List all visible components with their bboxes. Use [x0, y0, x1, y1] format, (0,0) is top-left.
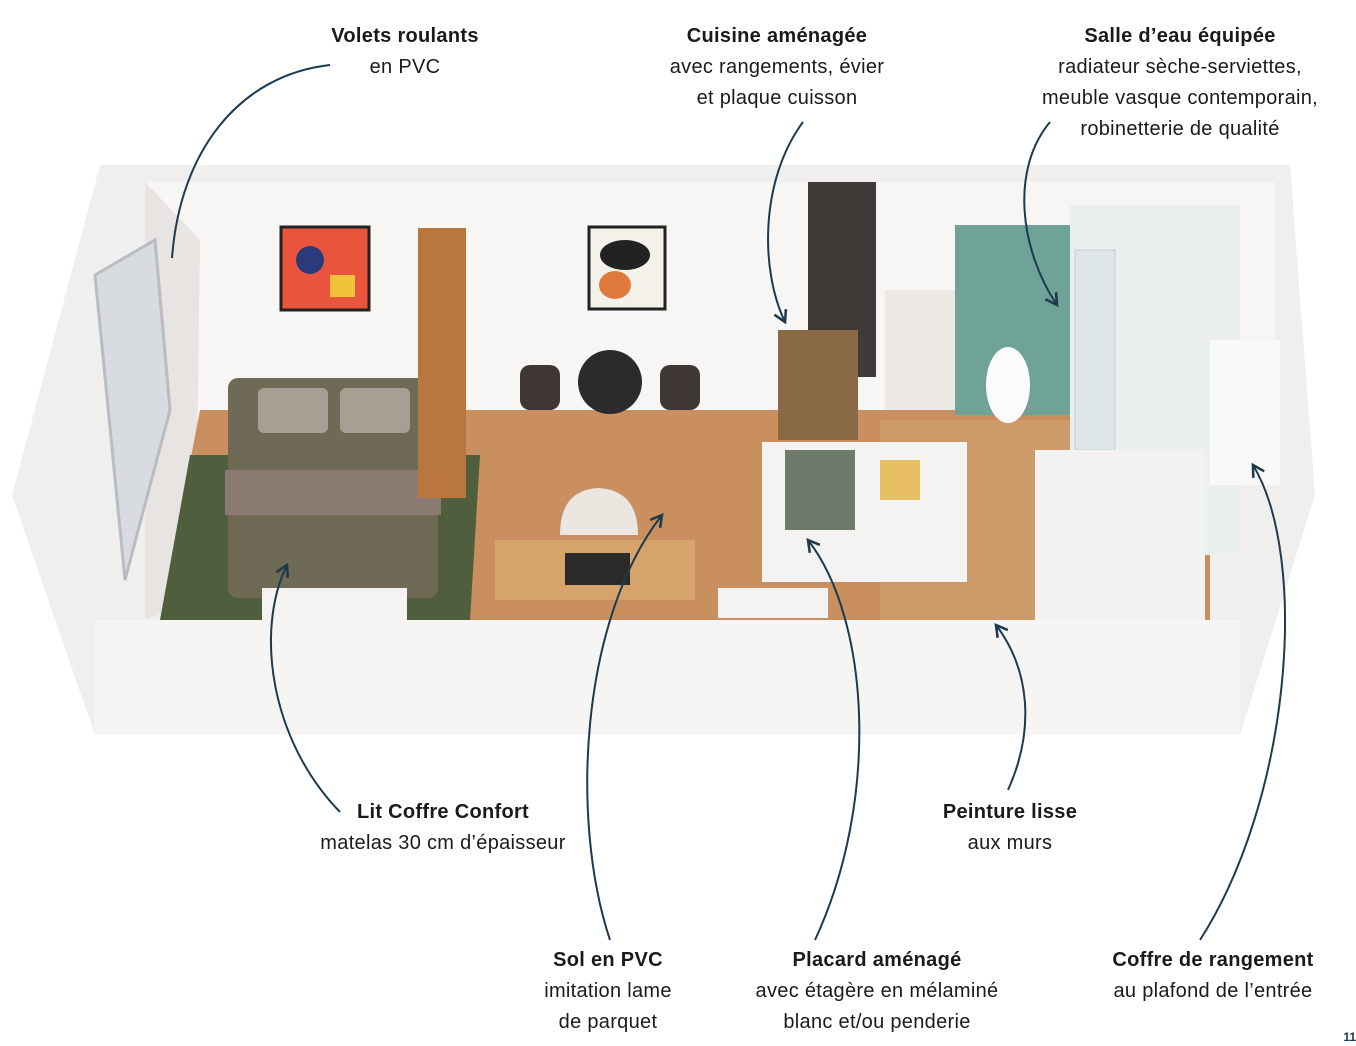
annotation-peinture: Peinture lisse aux murs: [943, 797, 1077, 859]
annotation-line: meuble vasque contemporain,: [1041, 87, 1319, 109]
annotation-title: Coffre de rangement: [1112, 949, 1314, 971]
annotation-line: matelas 30 cm d’épaisseur: [320, 832, 566, 854]
annotation-line: blanc et/ou penderie: [783, 1011, 971, 1033]
annotation-lit: Lit Coffre Confort matelas 30 cm d’épais…: [320, 797, 565, 859]
annotation-line: robinetterie de qualité: [1080, 118, 1280, 140]
wall-top-face: [95, 620, 1240, 735]
annotation-cuisine: Cuisine aménagée avec rangements, évier …: [670, 21, 884, 114]
annotation-line: et plaque cuisson: [696, 87, 858, 109]
annotation-line: en PVC: [369, 56, 441, 78]
monitor: [565, 553, 630, 585]
poster-abstract: [279, 225, 371, 312]
wooden-shelf: [418, 228, 466, 498]
annotation-title: Peinture lisse: [942, 801, 1078, 823]
annotation-line: imitation lame: [544, 980, 672, 1002]
annotation-line: radiateur sèche-serviettes,: [1058, 56, 1302, 78]
annotation-title: Cuisine aménagée: [686, 25, 868, 47]
annotation-line: avec rangements, évier: [669, 56, 885, 78]
hanging-clothes: [785, 450, 855, 530]
annotation-title: Sol en PVC: [553, 949, 663, 971]
chair: [520, 365, 560, 410]
console: [718, 588, 828, 618]
annotation-salle-eau: Salle d’eau équipée radiateur sèche-serv…: [1042, 21, 1318, 145]
window: [93, 237, 172, 581]
bathroom-vanity: [885, 290, 955, 410]
shower-glass: [1074, 249, 1116, 451]
bench: [262, 588, 407, 620]
pillow: [258, 388, 328, 433]
entry-partition: [1035, 450, 1205, 620]
pillow: [340, 388, 410, 433]
annotation-sol: Sol en PVC imitation lame de parquet: [544, 945, 672, 1038]
annotation-placard: Placard aménagé avec étagère en mélaminé…: [756, 945, 999, 1038]
annotation-title: Volets roulants: [331, 25, 479, 47]
kitchen-counter: [778, 330, 858, 440]
annotation-line: au plafond de l’entrée: [1113, 980, 1313, 1002]
folded-clothes: [880, 460, 920, 500]
dining-table: [578, 350, 642, 414]
annotation-volets: Volets roulants en PVC: [331, 21, 479, 83]
chair: [660, 365, 700, 410]
annotation-title: Salle d’eau équipée: [1084, 25, 1276, 47]
page-number: 11: [1343, 1030, 1356, 1044]
annotation-title: Lit Coffre Confort: [356, 801, 530, 823]
annotation-line: de parquet: [558, 1011, 658, 1033]
annotation-coffre: Coffre de rangement au plafond de l’entr…: [1112, 945, 1313, 1007]
annotation-line: avec étagère en mélaminé: [755, 980, 999, 1002]
annotation-line: aux murs: [967, 832, 1053, 854]
annotation-title: Placard aménagé: [792, 949, 962, 971]
bed-blanket-stripe: [225, 470, 441, 515]
storage-box: [1210, 340, 1280, 485]
toilet: [986, 347, 1030, 423]
